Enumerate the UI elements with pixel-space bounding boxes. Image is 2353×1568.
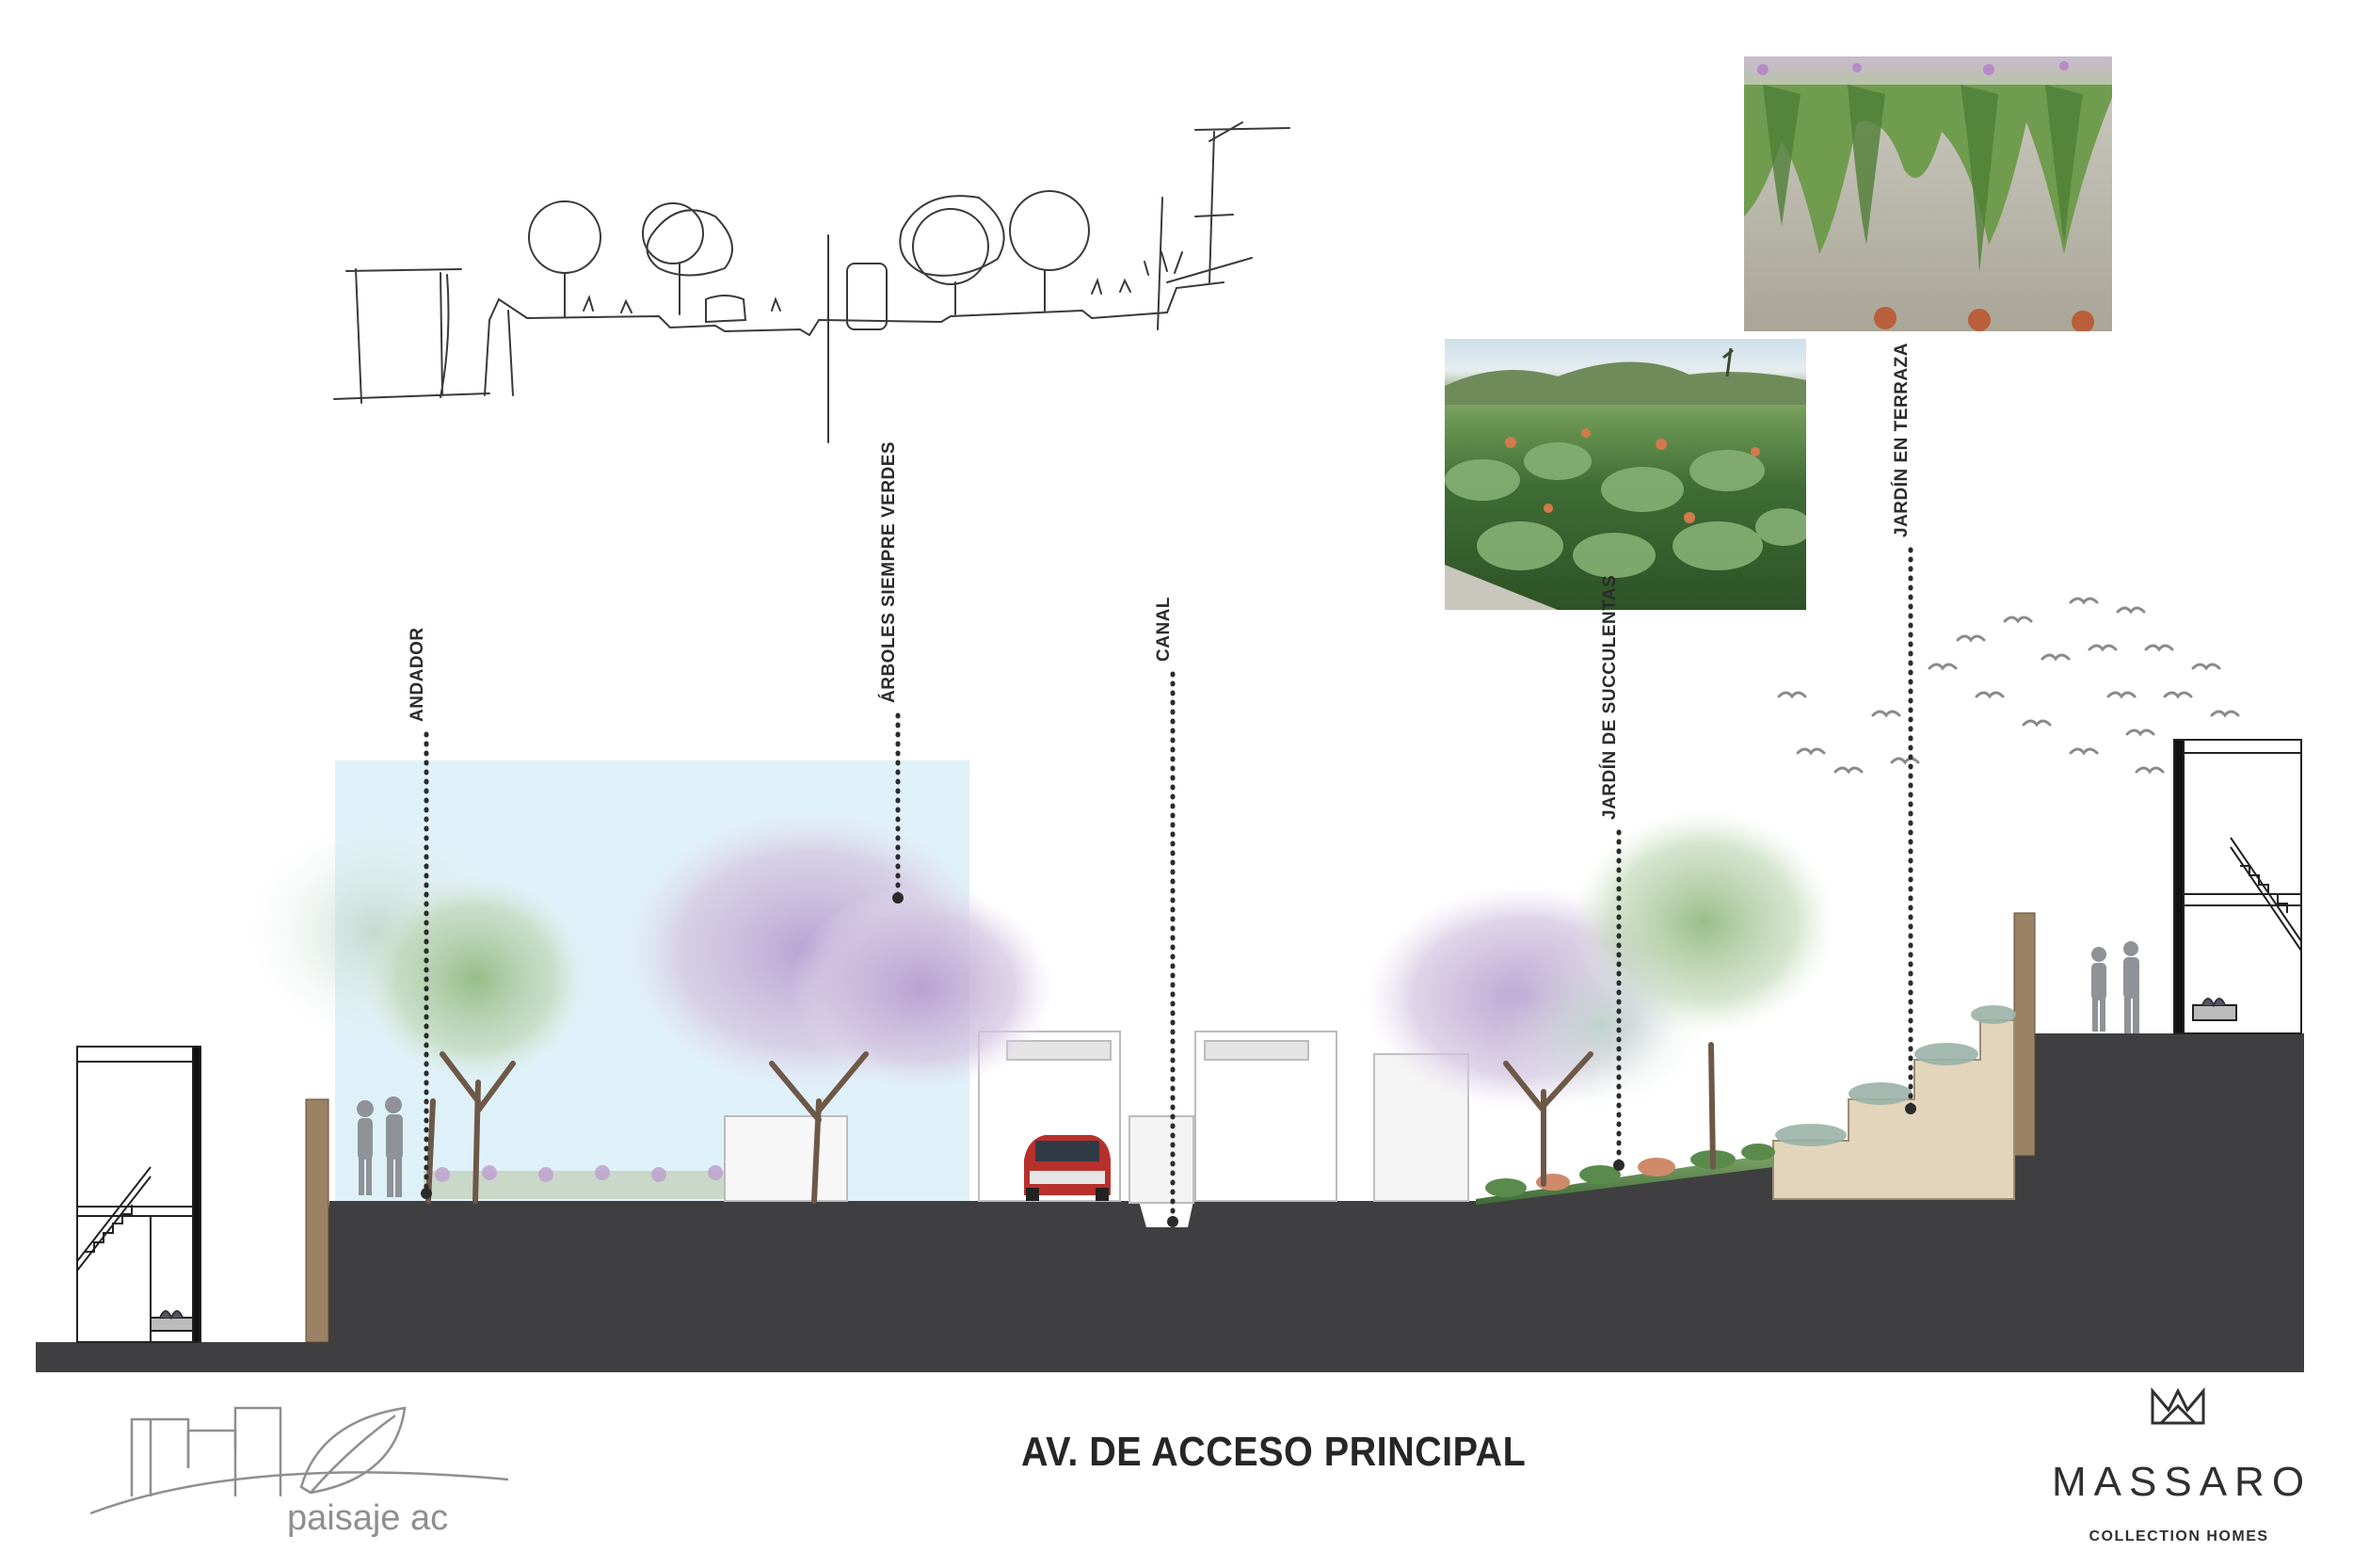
drawing-title: AV. DE ACCESO PRINCIPAL	[1021, 1429, 1527, 1475]
callout-dot-canal	[1167, 1216, 1178, 1227]
callout-label-terraza: JARDÍN EN TERRAZA	[1892, 343, 1912, 537]
trees	[249, 809, 1835, 1204]
callout-label-suculentas: JARDÍN DE SUCCULENTAS	[1600, 574, 1620, 820]
terrace-stone-wall	[2013, 912, 2036, 1157]
succulent-garden-photo	[1445, 339, 1806, 610]
callout-dot-andador	[421, 1188, 432, 1199]
succulent-photo	[1445, 347, 1806, 610]
birds	[1777, 597, 2240, 775]
people-terrace	[2091, 941, 2139, 1033]
callout-dot-terraza	[1905, 1103, 1916, 1114]
terrace-garden-photo	[1744, 56, 2112, 331]
left-building	[76, 1046, 201, 1343]
callout-dot-suculentas	[1613, 1160, 1625, 1171]
brand-wordmark: MASSARO	[2052, 1459, 2313, 1505]
brand-tagline: COLLECTION HOMES	[2089, 1528, 2269, 1544]
studio-name: paisaje ac	[287, 1498, 449, 1538]
terrace-grasses	[1775, 1005, 2016, 1146]
stone-retaining-wall	[305, 1098, 329, 1343]
red-car	[1024, 1135, 1111, 1201]
skyline-leaf-logo	[89, 1406, 509, 1515]
concept-sketch	[333, 121, 1290, 443]
crown-icon	[2151, 1386, 2205, 1425]
callout-label-arboles: ÁRBOLES SIEMPRE VERDES	[879, 440, 899, 703]
callout-label-andador: ANDADOR	[408, 627, 427, 722]
callout-dot-arboles	[892, 892, 904, 904]
hanging-plants-photo	[1744, 61, 2112, 331]
terraced-garden	[1772, 1019, 2015, 1200]
ground-section	[36, 1033, 2304, 1372]
right-building	[2173, 739, 2302, 1034]
people-walkway	[357, 1096, 403, 1197]
succulent-plants	[1485, 1144, 1775, 1197]
callout-label-canal: CANAL	[1154, 597, 1174, 662]
